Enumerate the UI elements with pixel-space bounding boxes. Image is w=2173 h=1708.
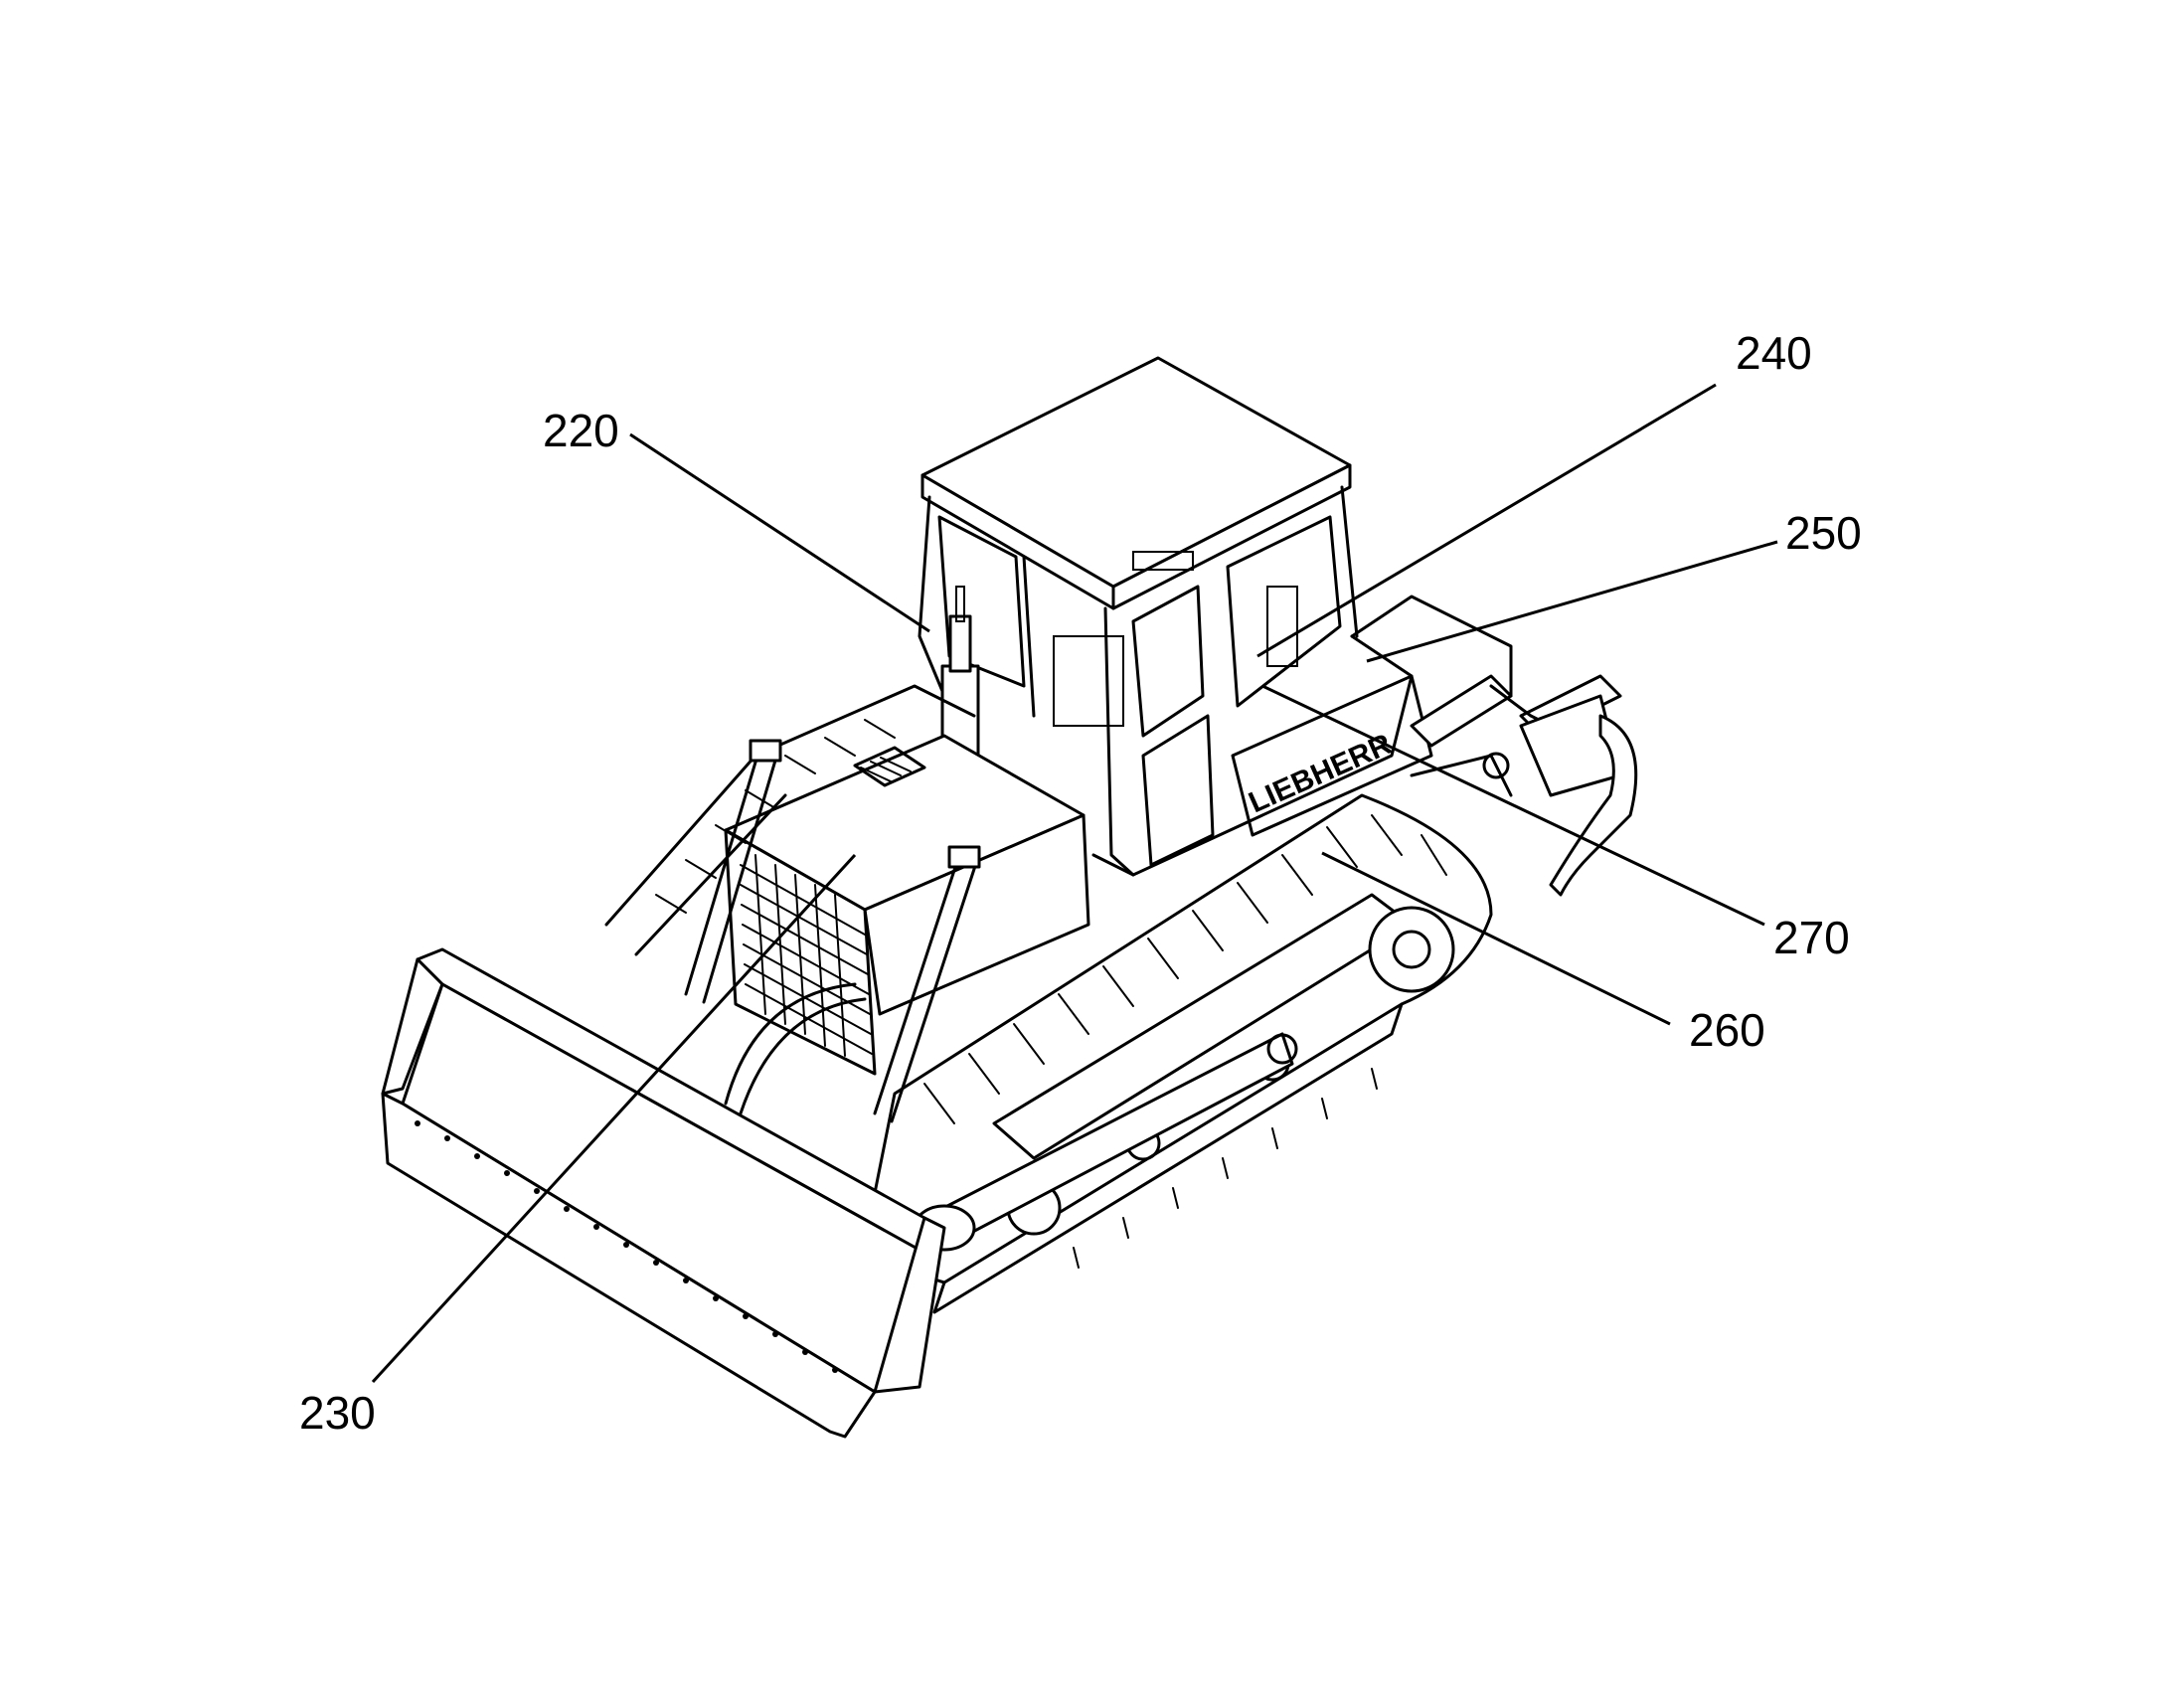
leader-220 — [629, 432, 930, 633]
radiator-grille — [724, 828, 877, 1076]
ref-label-250: 250 — [1785, 507, 1862, 559]
leader-240 — [1256, 383, 1717, 658]
cab — [918, 356, 1513, 877]
left-track — [604, 684, 976, 956]
leader-260 — [1321, 851, 1671, 1026]
leader-270 — [1261, 684, 1765, 927]
ripper — [1410, 674, 1638, 897]
ref-label-220: 220 — [543, 405, 619, 456]
dozer-blade — [381, 947, 946, 1439]
engine-hood — [724, 734, 1090, 1016]
leader-230 — [371, 853, 857, 1384]
lift-cylinders — [684, 739, 981, 1123]
ref-label-270: 270 — [1773, 912, 1850, 963]
leader-250 — [1366, 540, 1778, 663]
leader-lines — [371, 383, 1778, 1384]
ref-label-260: 260 — [1689, 1004, 1765, 1056]
ref-label-230: 230 — [299, 1387, 376, 1439]
ref-label-240: 240 — [1736, 327, 1812, 379]
